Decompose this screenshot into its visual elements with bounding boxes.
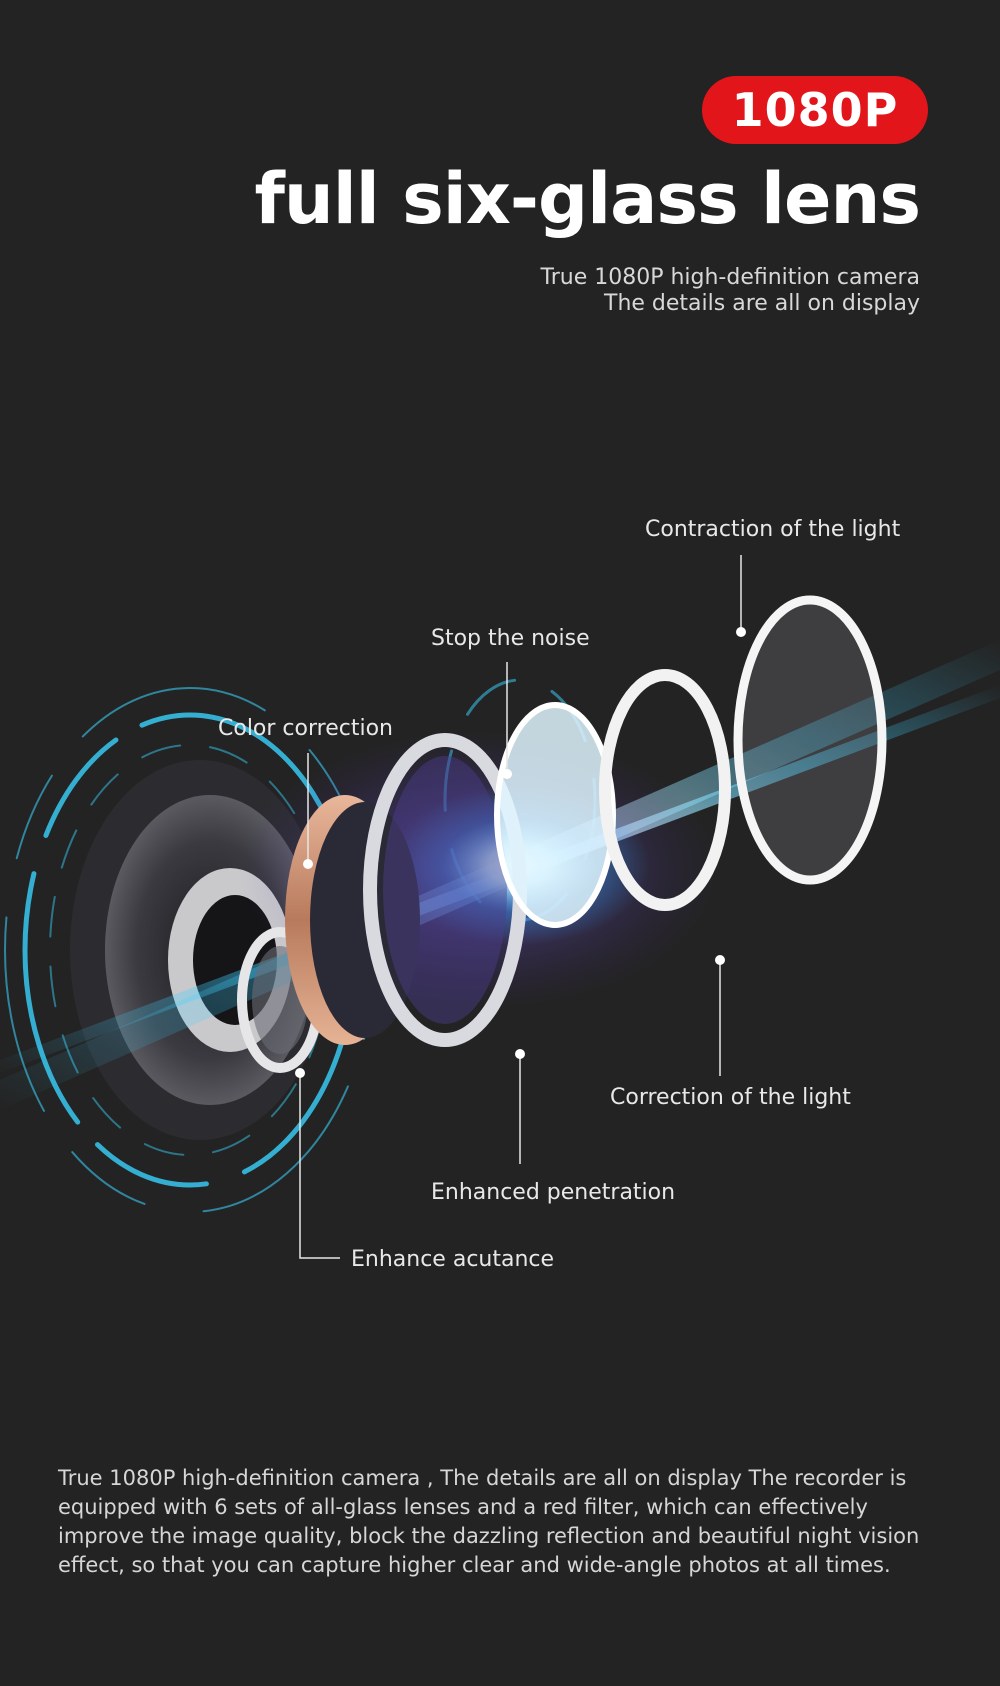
- product-description: True 1080P high-definition camera , The …: [58, 1466, 920, 1577]
- callout-leaders: [295, 555, 746, 1259]
- lens-element-contraction: [733, 595, 887, 885]
- subtitle-line-1: True 1080P high-definition camera: [540, 265, 921, 290]
- page-headline: full six-glass lens: [254, 158, 921, 240]
- exploded-lens-illustration: [0, 555, 1000, 1259]
- callout-color-correction: Color correction: [218, 716, 393, 741]
- callout-contraction: Contraction of the light: [645, 517, 901, 542]
- callout-stop-noise: Stop the noise: [431, 626, 590, 651]
- lens-element-correction: [599, 669, 731, 911]
- resolution-badge: 1080P: [702, 76, 928, 144]
- callout-penetration: Enhanced penetration: [431, 1180, 676, 1205]
- callout-correction-light: Correction of the light: [610, 1085, 851, 1110]
- lens-element-noise: [494, 702, 616, 928]
- callout-acutance: Enhance acutance: [351, 1247, 555, 1272]
- subtitle-line-2: The details are all on display: [604, 291, 920, 316]
